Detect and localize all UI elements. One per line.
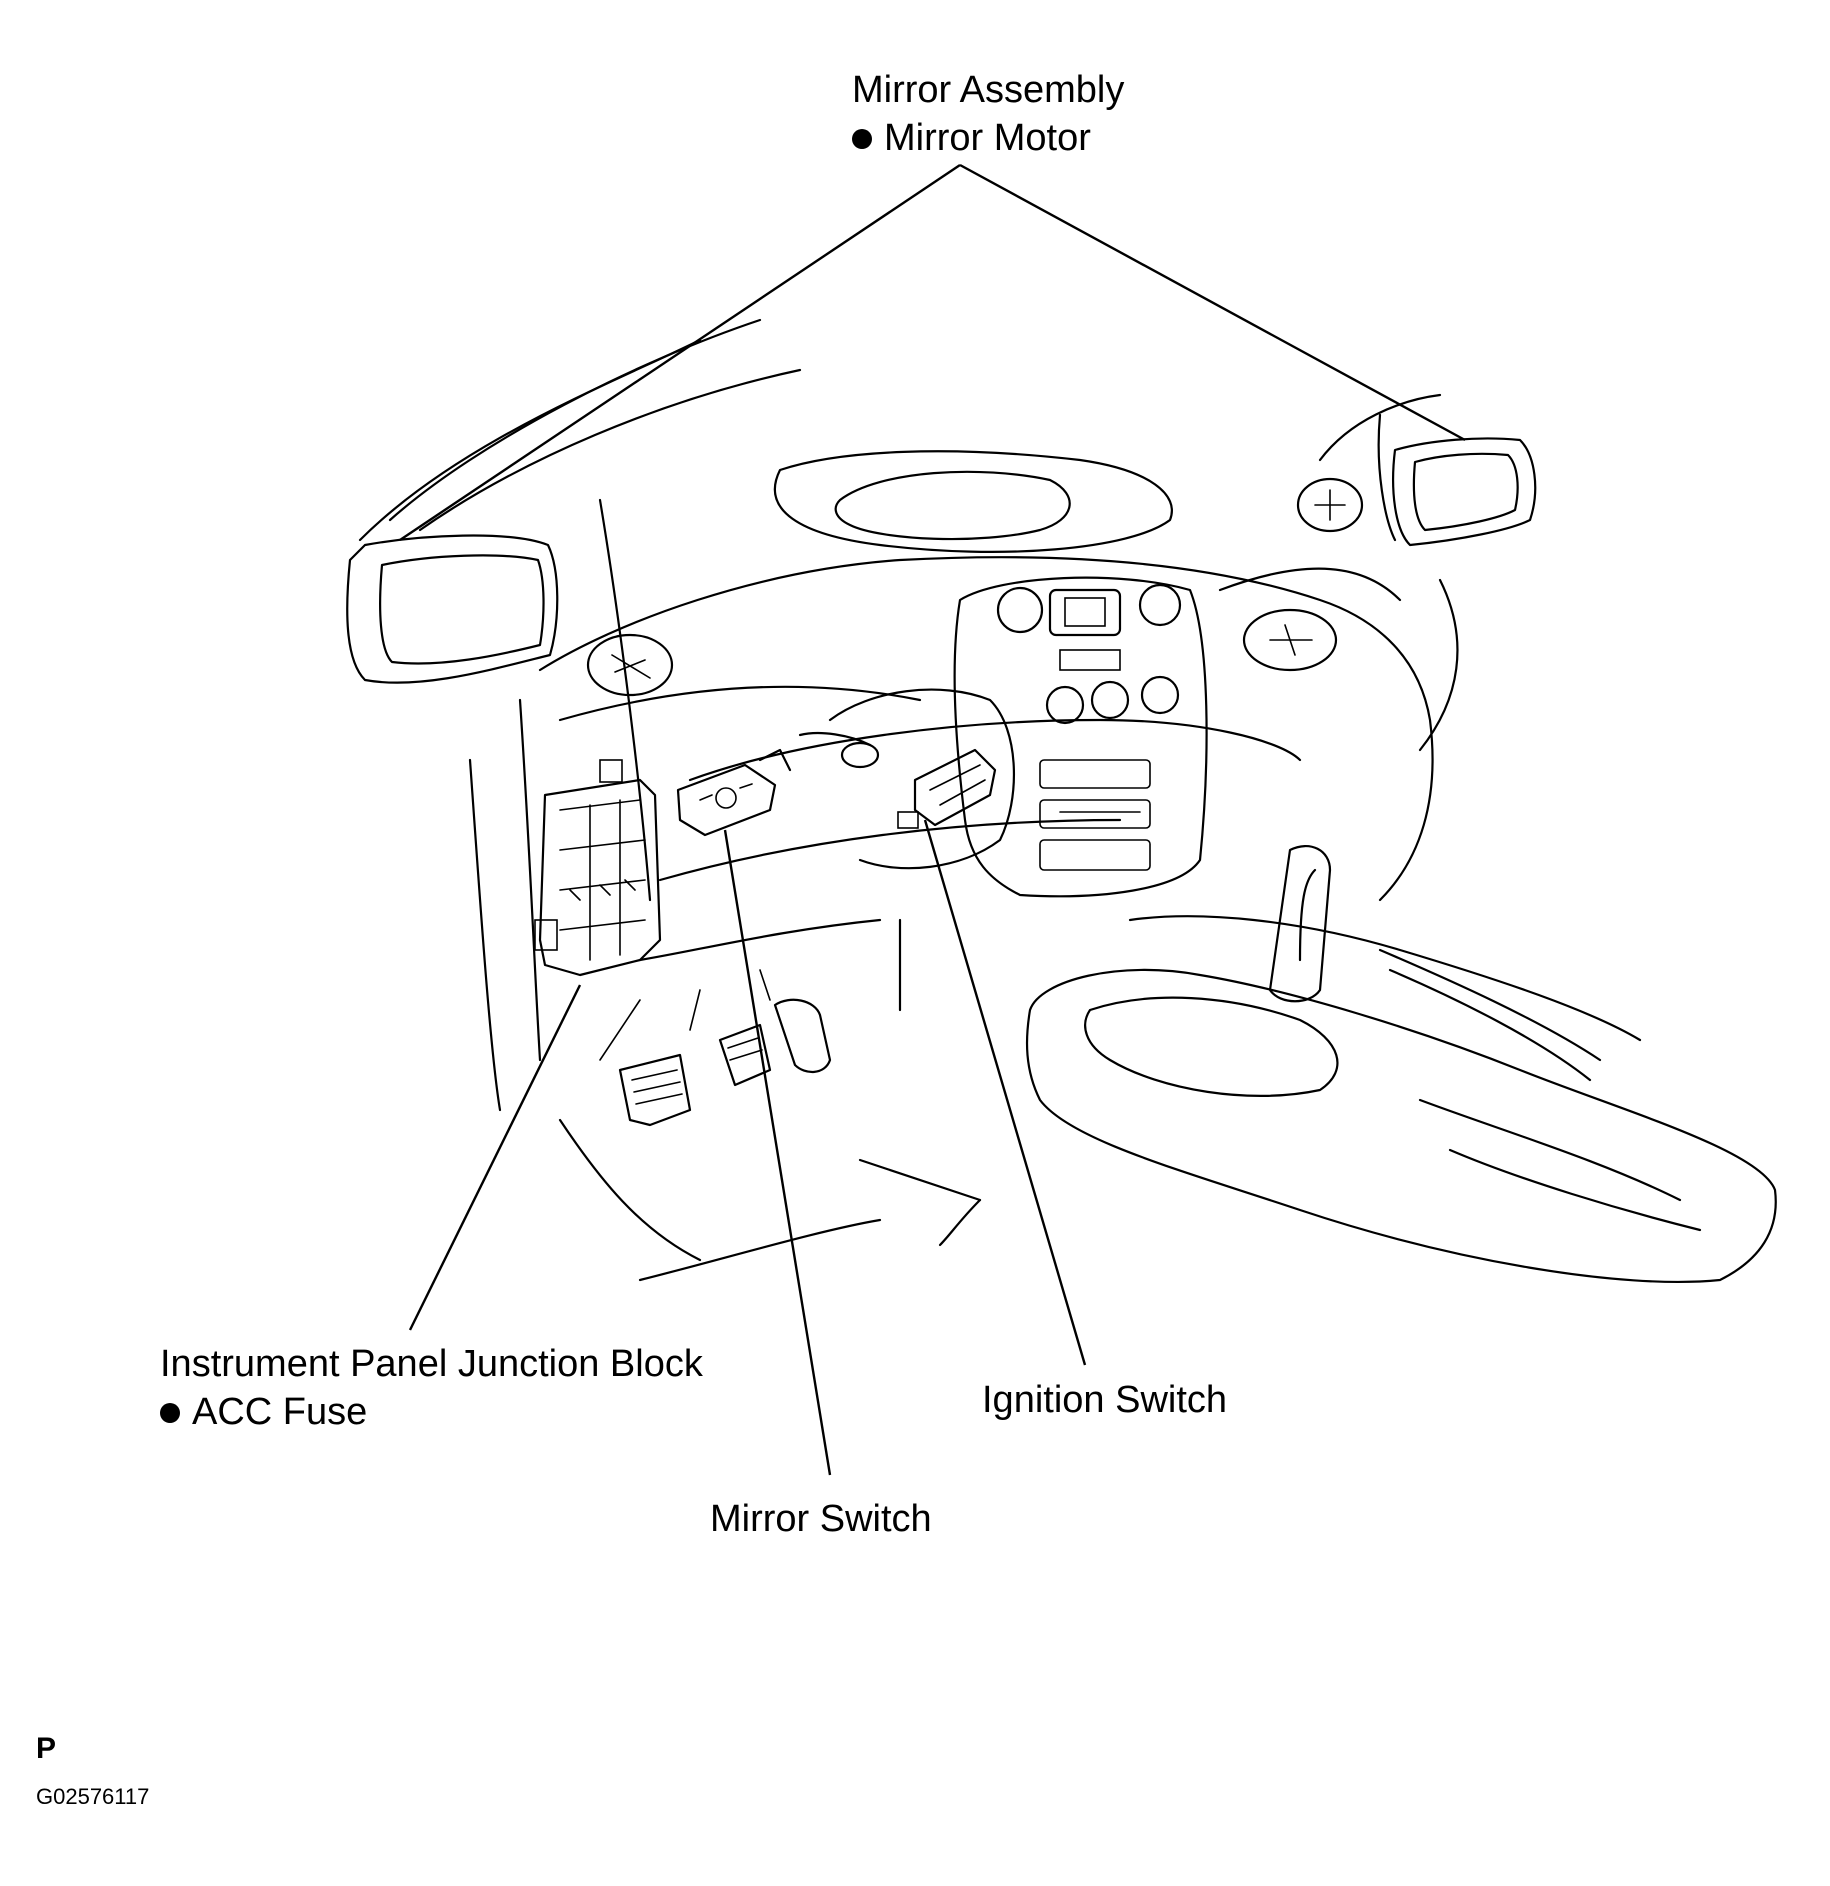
ignition-switch-part: [897, 748, 997, 829]
mirror-switch-label: Mirror Switch: [710, 1498, 932, 1540]
acc-fuse-item: ACC Fuse: [160, 1388, 703, 1436]
steering-column: [798, 688, 1016, 870]
figure-id: G02576117: [36, 1784, 150, 1809]
code-letter: P: [36, 1732, 57, 1765]
dashboard: [538, 450, 1459, 962]
leader-mirror-left: [399, 164, 961, 541]
bullet-icon: [160, 1403, 180, 1423]
junction-block-label: Instrument Panel Junction Block ACC Fuse: [160, 1340, 703, 1436]
mirror-assembly-label: Mirror Assembly Mirror Motor: [852, 66, 1124, 162]
right-side-mirror: [1318, 393, 1537, 547]
leader-junction-block: [408, 984, 582, 1331]
leader-lines: [399, 163, 1466, 1476]
ignition-switch-label: Ignition Switch: [982, 1379, 1228, 1421]
leader-mirror-right: [959, 163, 1466, 442]
junction-block-part: [534, 759, 662, 977]
mirror-motor-item: Mirror Motor: [852, 114, 1124, 162]
pedals: [599, 969, 832, 1127]
mirror-assembly-title: Mirror Assembly: [852, 69, 1125, 111]
floor-console: [558, 845, 1777, 1283]
left-a-pillar: [358, 318, 802, 1112]
leader-mirror-switch: [723, 829, 832, 1476]
center-stack: [953, 576, 1208, 898]
left-side-mirror: [346, 534, 559, 684]
junction-block-title: Instrument Panel Junction Block: [160, 1343, 703, 1385]
bullet-icon: [852, 129, 872, 149]
leader-ignition-switch: [923, 819, 1087, 1366]
mirror-switch-part: [676, 748, 792, 837]
mirror-motor-text: Mirror Motor: [884, 117, 1091, 159]
acc-fuse-text: ACC Fuse: [192, 1391, 368, 1433]
